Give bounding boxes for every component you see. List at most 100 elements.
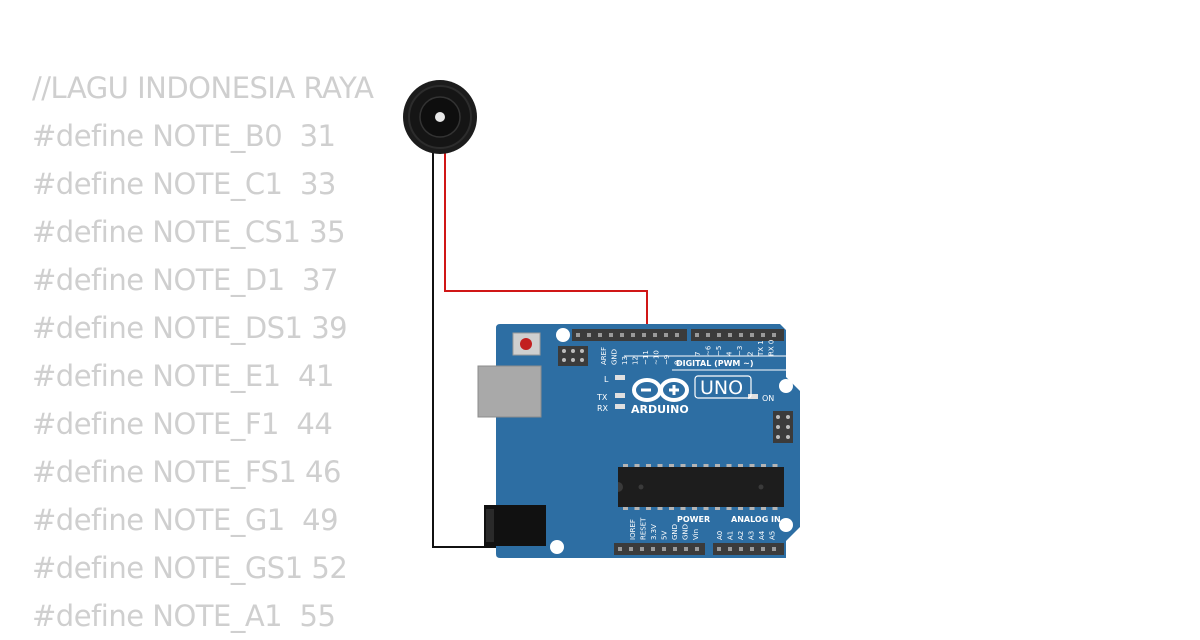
- header-pin[interactable]: [772, 547, 776, 551]
- code-define-line: #define NOTE_GS1 52: [32, 551, 348, 585]
- header-pin[interactable]: [675, 333, 679, 337]
- power-header: [614, 543, 705, 555]
- pin-label: TX 1: [757, 340, 765, 357]
- header-pin[interactable]: [728, 333, 732, 337]
- pin-label: GND: [671, 524, 679, 540]
- pin-label: A0: [716, 531, 724, 540]
- code-define-line: #define NOTE_B0 31: [32, 119, 336, 153]
- code-define-line: #define NOTE_D1 37: [32, 263, 338, 297]
- header-pin[interactable]: [728, 547, 732, 551]
- pin-label: ~6: [705, 345, 713, 356]
- pin-label: GND: [611, 349, 619, 365]
- chip-leg: [680, 464, 686, 467]
- chip-leg: [634, 464, 640, 467]
- header-pin[interactable]: [651, 547, 655, 551]
- header-pin[interactable]: [761, 547, 765, 551]
- pin-label: 5V: [661, 531, 669, 540]
- header-pin[interactable]: [620, 333, 624, 337]
- analog-header: [713, 543, 784, 555]
- mounting-hole: [779, 379, 793, 393]
- analog-label: ANALOG IN: [731, 515, 781, 524]
- chip-leg: [669, 464, 674, 467]
- header-pin[interactable]: [662, 547, 666, 551]
- atmega-chip: [618, 467, 784, 507]
- chip-leg: [680, 507, 686, 510]
- header-pin[interactable]: [609, 333, 613, 337]
- brand-label: ARDUINO: [631, 403, 689, 416]
- piezo-buzzer[interactable]: [403, 80, 477, 154]
- digital-header-right: [691, 329, 784, 341]
- header-pin[interactable]: [761, 333, 765, 337]
- pin-label: 12: [632, 356, 640, 365]
- power-label: POWER: [677, 515, 710, 524]
- header-pin[interactable]: [587, 333, 591, 337]
- pin-label: A5: [769, 531, 777, 540]
- pin-label: A4: [758, 530, 766, 540]
- header-pin[interactable]: [695, 333, 699, 337]
- chip-leg: [623, 507, 628, 510]
- header-pin[interactable]: [717, 547, 721, 551]
- chip-leg: [669, 507, 674, 510]
- code-comment-line: //LAGU INDONESIA RAYA: [32, 71, 374, 105]
- pin-label: 2: [747, 352, 755, 356]
- led-label-tx: TX: [596, 393, 608, 402]
- chip-leg: [715, 507, 720, 510]
- chip-leg: [646, 507, 651, 510]
- chip-leg: [657, 464, 663, 467]
- pin-label: 13: [621, 356, 629, 365]
- pin-label: 7: [694, 352, 702, 356]
- header-pin[interactable]: [640, 547, 644, 551]
- header-pin[interactable]: [750, 333, 754, 337]
- power-jack: [484, 505, 546, 546]
- header-pin[interactable]: [695, 547, 699, 551]
- on-label: ON: [762, 394, 774, 403]
- header-pin[interactable]: [576, 333, 580, 337]
- chip-leg: [726, 507, 732, 510]
- pin-label: 3.3V: [650, 524, 658, 540]
- header-pin[interactable]: [772, 333, 776, 337]
- arduino-logo-icon: [632, 378, 689, 402]
- pin-label: ~9: [663, 355, 671, 365]
- code-define-line: #define NOTE_C1 33: [32, 167, 336, 201]
- code-define-line: #define NOTE_CS1 35: [32, 215, 346, 249]
- chip-leg: [692, 464, 697, 467]
- header-pin[interactable]: [739, 333, 743, 337]
- header-pin[interactable]: [717, 333, 721, 337]
- code-listing: //LAGU INDONESIA RAYA #define NOTE_B0 31 #…: [32, 64, 374, 640]
- model-label: UNO: [700, 377, 743, 399]
- header-pin[interactable]: [684, 547, 688, 551]
- header-pin[interactable]: [664, 333, 668, 337]
- header-pin[interactable]: [629, 547, 633, 551]
- chip-leg: [646, 464, 651, 467]
- header-pin[interactable]: [642, 333, 646, 337]
- pin-label: A1: [727, 531, 735, 540]
- signal-wire: [444, 150, 648, 333]
- code-define-line: #define NOTE_G1 49: [32, 503, 339, 537]
- code-define-line: #define NOTE_DS1 39: [32, 311, 348, 345]
- mounting-hole: [550, 540, 564, 554]
- header-pin[interactable]: [631, 333, 635, 337]
- header-pin[interactable]: [618, 547, 622, 551]
- pin-label: RESET: [640, 517, 648, 540]
- chip-leg: [772, 464, 778, 467]
- chip-leg: [703, 507, 709, 510]
- pin-label: ~11: [642, 350, 650, 365]
- pin-label: GND: [682, 524, 690, 540]
- header-pin[interactable]: [739, 547, 743, 551]
- chip-leg: [726, 464, 732, 467]
- reset-button-cap[interactable]: [520, 338, 532, 350]
- header-pin[interactable]: [673, 547, 677, 551]
- header-pin[interactable]: [750, 547, 754, 551]
- header-pin[interactable]: [706, 333, 710, 337]
- chip-leg: [761, 464, 766, 467]
- header-pin[interactable]: [653, 333, 657, 337]
- pin-label: A3: [748, 531, 756, 540]
- chip-leg: [703, 464, 709, 467]
- pin-label: 8: [674, 361, 682, 365]
- chip-leg: [738, 507, 743, 510]
- header-pin[interactable]: [598, 333, 602, 337]
- pin-label: AREF: [600, 347, 608, 365]
- code-define-line: #define NOTE_F1 44: [32, 407, 333, 441]
- usb-connector: [477, 365, 542, 418]
